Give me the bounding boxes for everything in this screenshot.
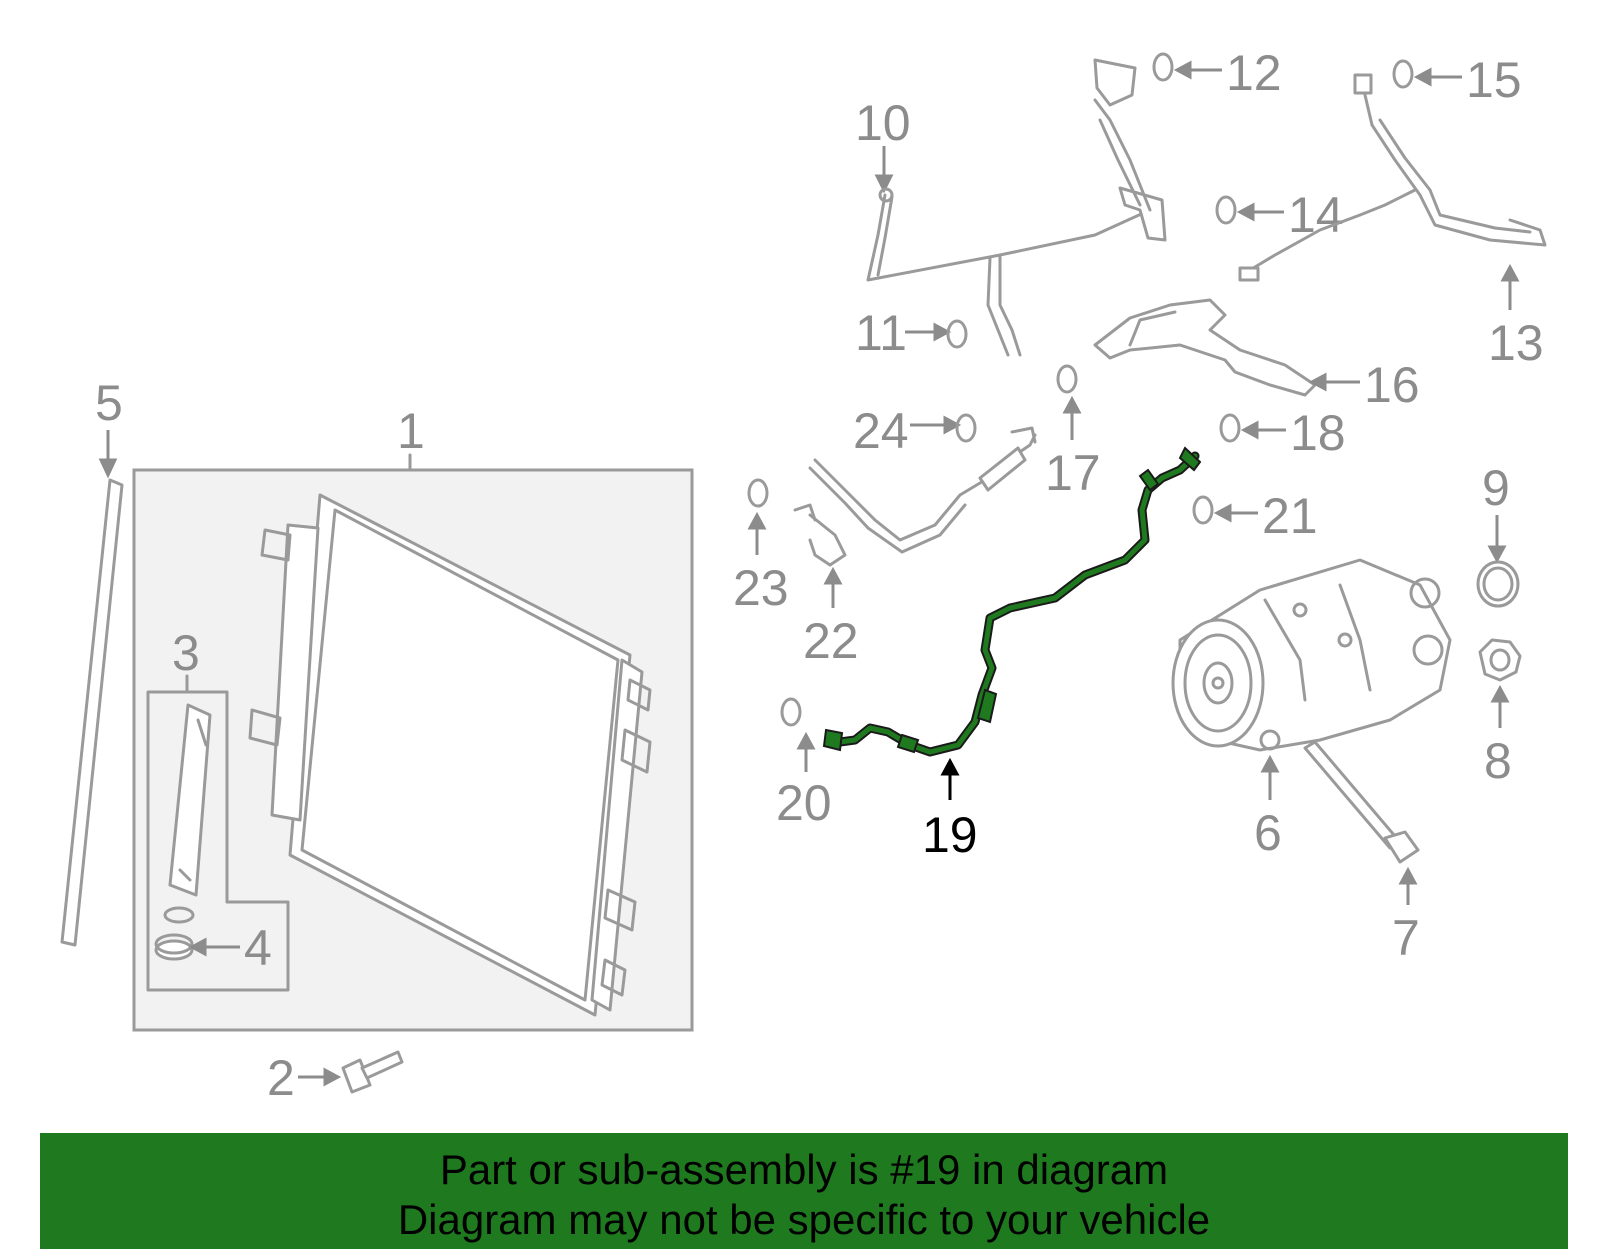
callout-4: 4	[244, 920, 272, 976]
callout-9: 9	[1482, 460, 1510, 516]
part-19-hose-highlighted	[822, 446, 1202, 757]
callout-23: 23	[733, 560, 789, 616]
banner-line-1: Part or sub-assembly is #19 in diagram	[439, 1146, 1169, 1193]
callout-24: 24	[853, 403, 909, 459]
callout-17: 17	[1045, 445, 1101, 501]
arrowhead-9	[1487, 545, 1507, 564]
arrowhead-15	[1413, 67, 1432, 87]
arrowhead-20	[796, 731, 816, 750]
callout-22: 22	[803, 613, 859, 669]
callout-18: 18	[1290, 405, 1346, 461]
arrowhead-6	[1260, 754, 1280, 773]
part-12-oring	[1152, 52, 1174, 82]
banner-line-2: Diagram may not be specific to your vehi…	[397, 1196, 1211, 1243]
part-4-plug	[154, 933, 194, 961]
part-10-line	[866, 58, 1167, 357]
arrowhead-10	[874, 174, 894, 194]
part-17-oring	[1056, 364, 1078, 394]
arrowhead-16	[1308, 372, 1327, 392]
callout-3: 3	[172, 625, 200, 681]
callout-1: 1	[397, 403, 425, 459]
part-9-seal	[1476, 560, 1520, 608]
part-21-oring	[1192, 495, 1214, 525]
arrowhead-18	[1240, 420, 1259, 440]
callout-15: 15	[1466, 52, 1522, 108]
arrowhead-21	[1213, 503, 1232, 523]
part-11-oring	[946, 319, 968, 349]
callout-6: 6	[1254, 805, 1282, 861]
callout-7: 7	[1392, 910, 1420, 966]
callout-5: 5	[95, 375, 123, 431]
part-3-box	[146, 690, 290, 992]
part-8-nut	[1478, 638, 1522, 682]
part-18-oring	[1219, 413, 1241, 443]
part-6-compressor	[1171, 558, 1452, 752]
part-20-oring	[780, 697, 802, 727]
part-3-drier	[168, 703, 212, 897]
part-22-line	[793, 426, 1037, 567]
callout-13: 13	[1488, 315, 1544, 371]
part-2-bolt	[341, 1050, 404, 1094]
callout-2: 2	[267, 1050, 295, 1106]
part-23-oring	[747, 478, 769, 508]
callout-19: 19	[922, 807, 978, 863]
arrowhead-11	[933, 322, 952, 342]
arrowhead-22	[823, 566, 843, 585]
part-info-banner: Part or sub-assembly is #19 in diagram D…	[40, 1133, 1568, 1249]
part-14-oring	[1215, 195, 1237, 225]
part-16-line	[1093, 298, 1317, 397]
arrowhead-19	[940, 757, 960, 776]
callout-21: 21	[1262, 488, 1318, 544]
arrowhead-7	[1398, 866, 1418, 885]
part-3-oring	[163, 906, 195, 924]
part-15-oring	[1392, 59, 1414, 89]
arrowhead-23	[747, 511, 767, 530]
part-24-oring	[955, 413, 977, 443]
callout-20: 20	[776, 775, 832, 831]
arrowhead-17	[1062, 395, 1082, 414]
callout-16: 16	[1364, 357, 1420, 413]
arrowhead-13	[1500, 263, 1520, 282]
arrowhead-14	[1236, 202, 1255, 222]
arrowhead-24	[943, 415, 962, 435]
arrowhead-5	[98, 458, 118, 479]
arrowhead-4	[188, 937, 207, 957]
arrowhead-12	[1173, 60, 1192, 80]
callout-11: 11	[855, 305, 907, 361]
arrowhead-2	[323, 1067, 342, 1087]
callout-12: 12	[1226, 45, 1282, 101]
callout-8: 8	[1484, 733, 1512, 789]
callout-10: 10	[855, 95, 911, 151]
part-1-condenser	[248, 493, 652, 1017]
part-13-line	[1238, 73, 1547, 282]
arrowhead-8	[1490, 684, 1510, 703]
part-7-bolt	[1303, 740, 1420, 864]
part-5-strip	[60, 478, 124, 947]
callout-14: 14	[1288, 187, 1344, 243]
